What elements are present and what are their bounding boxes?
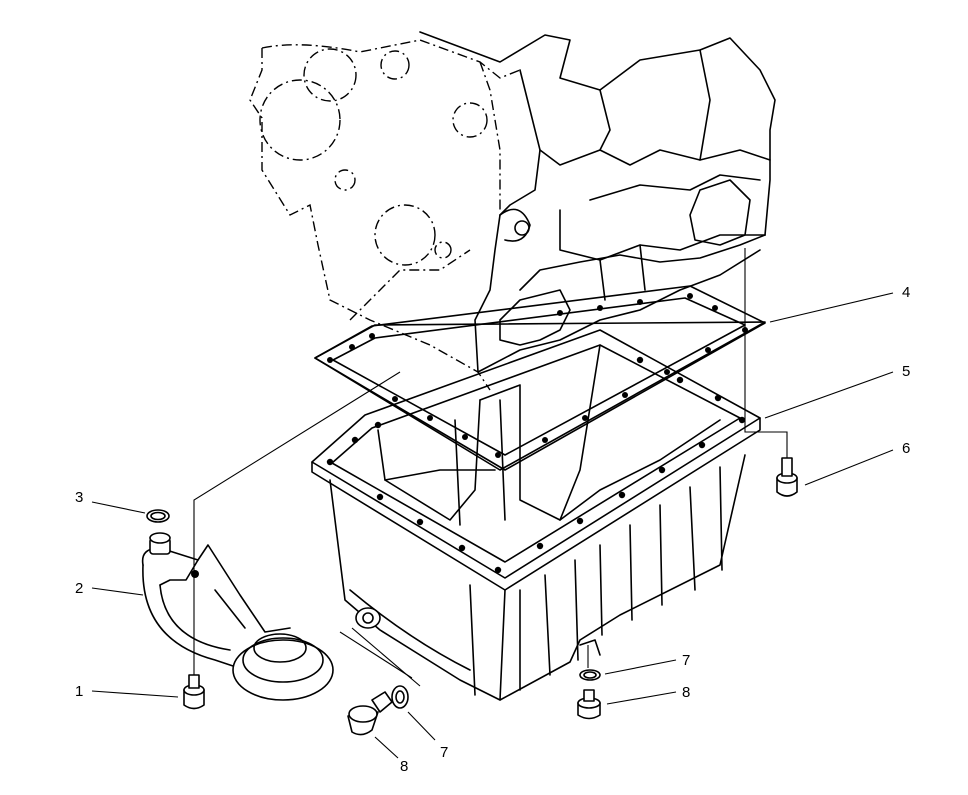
callout-8-bottom: 8 [682, 684, 690, 701]
engine-block [249, 31, 776, 391]
callout-3: 3 [75, 489, 83, 506]
oil-pan-gasket [314, 285, 766, 471]
callout-6: 6 [902, 440, 910, 457]
assembly-lines [193, 248, 788, 687]
leader-lines [91, 292, 894, 759]
callout-7-side: 7 [440, 744, 448, 761]
bolt-1 [183, 674, 205, 710]
callout-labels: 3 2 1 4 5 6 7 8 7 8 [75, 284, 910, 775]
callout-8-side: 8 [400, 758, 408, 775]
callout-2: 2 [75, 580, 83, 597]
o-ring-3 [146, 509, 170, 523]
callout-5: 5 [902, 363, 910, 380]
oil-pan [311, 329, 761, 701]
washer-7-side [391, 685, 409, 709]
bolt-6 [776, 457, 798, 497]
drain-plug-8-bottom [577, 689, 601, 720]
callout-1: 1 [75, 683, 83, 700]
callout-7-bottom: 7 [682, 652, 690, 669]
drain-plug-8-side [347, 691, 393, 736]
washer-7-bottom [579, 669, 601, 681]
callout-4: 4 [902, 284, 910, 301]
oil-pickup-tube [141, 532, 334, 701]
